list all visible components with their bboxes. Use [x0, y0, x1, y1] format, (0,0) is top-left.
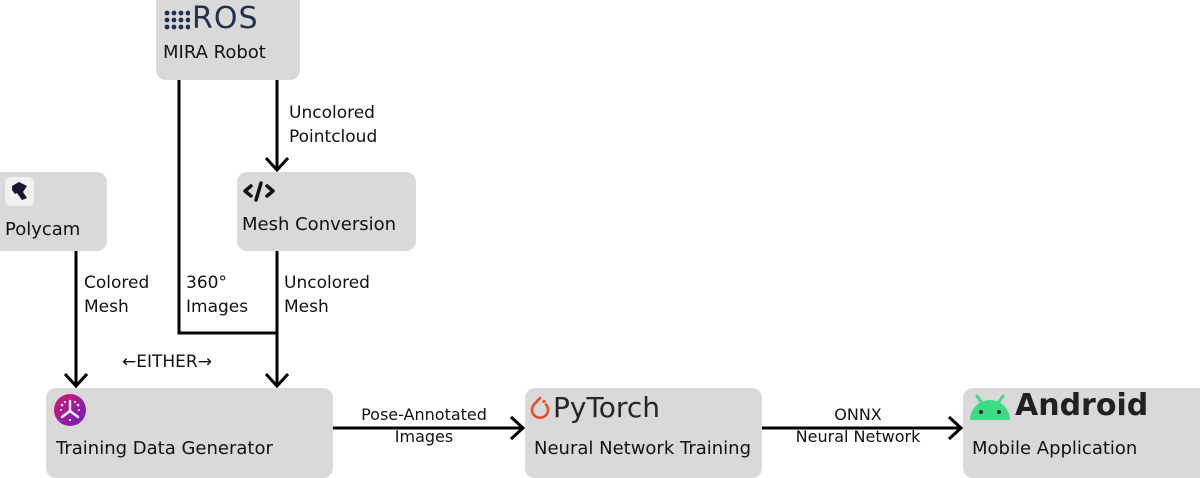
- arrowhead-tdg-to-pytorch: [509, 415, 526, 441]
- android-brand: Android: [1015, 388, 1149, 423]
- arrowhead-mesh-to-tdg: [264, 372, 290, 389]
- node-android[interactable]: Android Mobile Application: [963, 388, 1200, 478]
- ros-dots-icon: [164, 10, 190, 30]
- node-label: Polycam: [5, 219, 81, 240]
- arrowhead-pytorch-to-android: [947, 415, 964, 441]
- edge-label-360-images: 360° Images: [186, 271, 248, 319]
- edge-label-line: Mesh: [284, 297, 329, 317]
- node-polycam[interactable]: Polycam: [0, 172, 107, 251]
- edge-ros-360-images: [177, 80, 277, 335]
- node-ros-mira-robot[interactable]: ROS MIRA Robot: [156, 0, 300, 80]
- node-pytorch[interactable]: PyTorch Neural Network Training: [525, 388, 762, 478]
- edge-label-line: Images: [186, 297, 249, 317]
- node-label: Mobile Application: [972, 438, 1138, 459]
- edge-label-line: Uncolored: [289, 103, 375, 123]
- node-label: Mesh Conversion: [242, 214, 397, 235]
- edge-label-either: ←EITHER→: [122, 352, 212, 372]
- edge-label-uncolored-pointcloud: Uncolored Pointcloud: [289, 101, 377, 149]
- edge-label-line: Mesh: [84, 297, 129, 317]
- node-mesh-conversion[interactable]: Mesh Conversion: [237, 172, 416, 251]
- edge-label-line: Uncolored: [284, 273, 370, 293]
- pytorch-flame-icon: [530, 396, 550, 420]
- edge-label-line: Images: [394, 427, 454, 446]
- node-training-data-generator[interactable]: Training Data Generator: [46, 388, 333, 478]
- polycam-logo-icon: [5, 177, 34, 206]
- node-label: Neural Network Training: [534, 438, 752, 459]
- node-label: MIRA Robot: [163, 42, 266, 63]
- pytorch-brand: PyTorch: [553, 391, 660, 424]
- edge-label-line: Pose-Annotated: [361, 405, 487, 424]
- android-head-icon: [970, 394, 1010, 420]
- edge-label-line: 360°: [186, 273, 227, 293]
- generator-logo-icon: [54, 394, 86, 426]
- connector-lines: [63, 80, 964, 441]
- edge-label-line: ONNX: [834, 405, 882, 424]
- ros-brand: ROS: [192, 1, 259, 36]
- edge-label-line: Neural Network: [795, 427, 921, 446]
- edge-label-onnx-neural-network: ONNX Neural Network: [770, 404, 946, 448]
- node-label: Training Data Generator: [56, 438, 273, 459]
- arrowhead-ros-to-mesh: [264, 156, 290, 173]
- edge-label-line: Colored: [84, 273, 150, 293]
- edge-label-line: Pointcloud: [289, 127, 378, 147]
- edge-label-colored-mesh: Colored Mesh: [84, 271, 149, 319]
- edge-label-pose-annotated-images: Pose-Annotated Images: [336, 404, 512, 448]
- edge-label-uncolored-mesh: Uncolored Mesh: [284, 271, 370, 319]
- code-brackets-icon: [243, 181, 275, 202]
- arrowhead-polycam-to-tdg: [63, 372, 89, 389]
